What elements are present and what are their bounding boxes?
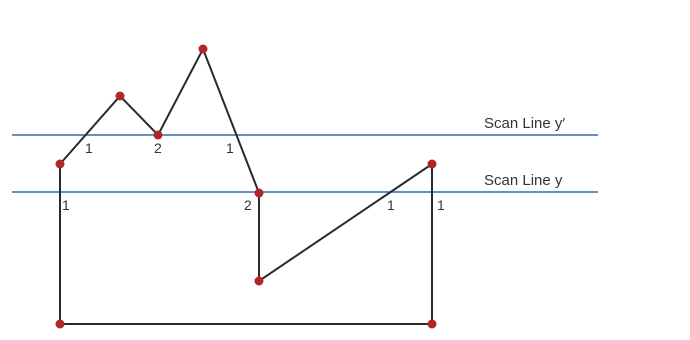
vertex-left-shoulder (55, 159, 65, 169)
vertex-bottom-right (427, 319, 437, 329)
polygon-vertices (55, 44, 437, 329)
lower-count-2: 2 (244, 197, 252, 213)
vertex-valley (153, 130, 163, 140)
lower-count-4: 1 (437, 197, 445, 213)
scan-line-lower-label: Scan Line y (484, 172, 563, 189)
vertex-second-peak (198, 44, 208, 54)
upper-count-3: 1 (226, 140, 234, 156)
polygon-outline (59, 46, 433, 325)
vertex-first-peak (115, 91, 125, 101)
upper-count-2: 2 (154, 140, 162, 156)
vertex-inner-bottom (254, 276, 264, 286)
vertex-bottom-left (55, 319, 65, 329)
lower-count-3: 1 (387, 197, 395, 213)
upper-count-1: 1 (85, 140, 93, 156)
vertex-right-top (427, 159, 437, 169)
scan-line-upper-label: Scan Line y′ (484, 115, 565, 132)
lower-count-1: 1 (62, 197, 70, 213)
vertex-right-shoulder (254, 188, 264, 198)
